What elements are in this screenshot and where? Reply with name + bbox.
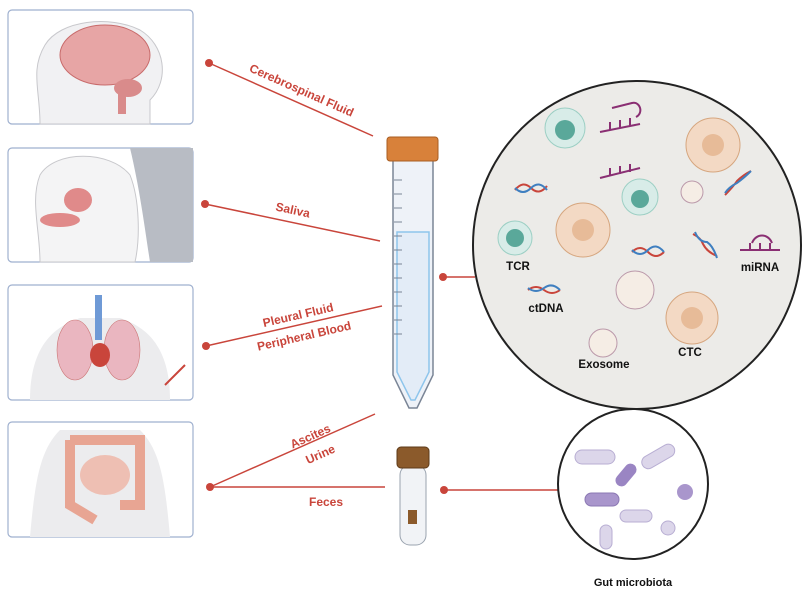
label-tcr: TCR <box>506 261 530 273</box>
panel-lungs <box>7 284 194 401</box>
label-csf: Cerebrospinal Fluid <box>247 61 356 120</box>
label-ctc: CTC <box>678 347 702 359</box>
label-feces: Feces <box>309 495 343 509</box>
panel-brain <box>7 9 194 125</box>
connector-tube-circle <box>439 273 475 281</box>
mirna-icon <box>599 101 780 251</box>
label-exosome: Exosome <box>578 359 629 371</box>
exosome-icon <box>588 328 618 358</box>
ctc-icon <box>555 202 611 258</box>
label-gut-microbiota: Gut microbiota <box>594 577 673 589</box>
stool-tube-icon <box>396 446 430 546</box>
panel-intestine <box>7 421 194 538</box>
microbiota-circle: Gut microbiota <box>557 408 709 589</box>
dna-icon <box>514 170 752 294</box>
connector-ascites-urine-feces: Ascites Urine Feces <box>206 413 385 509</box>
tcell-icon <box>544 107 586 149</box>
connector-saliva: Saliva <box>201 200 381 242</box>
tcell-icon <box>621 178 659 216</box>
panel-face <box>7 147 194 263</box>
label-saliva: Saliva <box>274 200 311 221</box>
connector-smalltube-circle <box>440 486 560 494</box>
label-ctdna: ctDNA <box>528 303 563 315</box>
tcell-icon <box>497 220 533 256</box>
label-mirna: miRNA <box>741 262 779 274</box>
exosome-icon <box>680 180 704 204</box>
connector-csf: Cerebrospinal Fluid <box>205 59 374 137</box>
centrifuge-tube-icon <box>386 136 439 409</box>
label-urine: Urine <box>304 442 338 467</box>
ctc-icon <box>665 291 719 345</box>
connector-pleural-blood: Pleural Fluid Peripheral Blood <box>202 300 383 354</box>
ctc-icon <box>685 117 741 173</box>
biomarker-circle: TCR miRNA ctDNA Exosome CTC <box>472 80 802 410</box>
exosome-icon <box>615 270 655 310</box>
